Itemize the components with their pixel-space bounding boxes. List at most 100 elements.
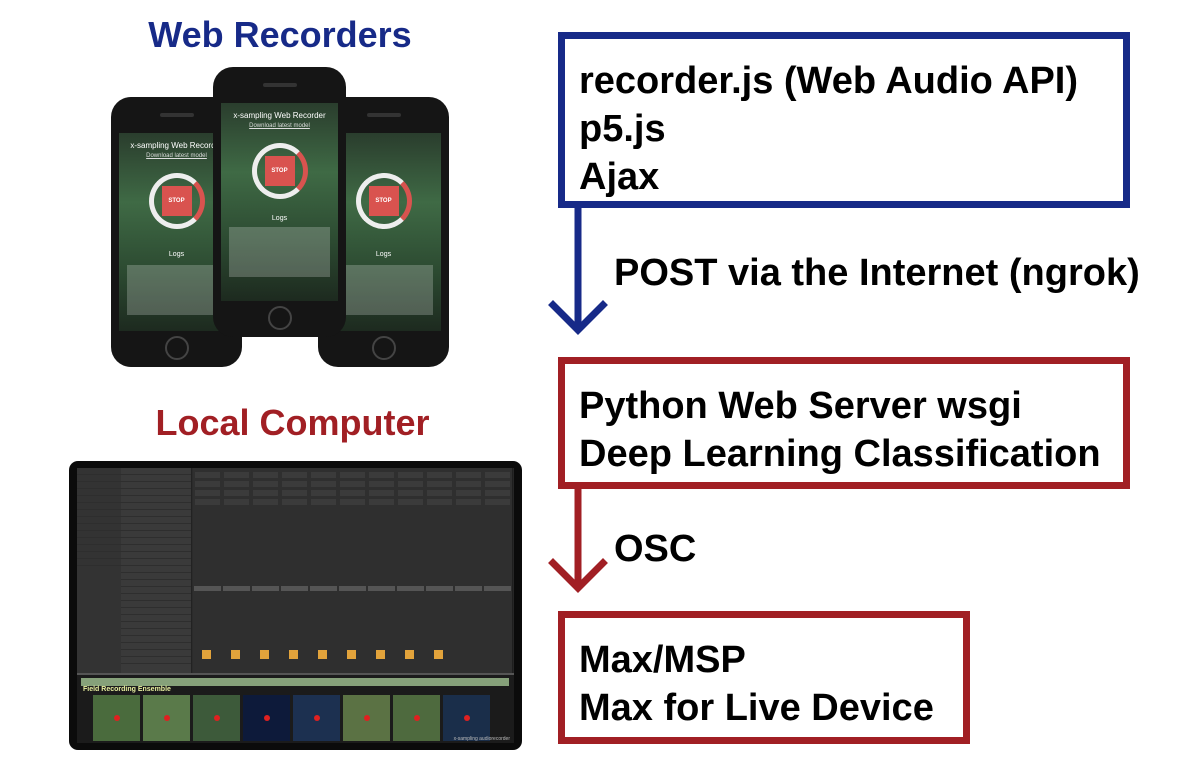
browser-row[interactable]: [77, 545, 121, 552]
track-activator[interactable]: [231, 650, 240, 659]
file-row[interactable]: [121, 503, 191, 510]
clip-slot[interactable]: [427, 472, 452, 478]
browser-row[interactable]: [77, 496, 121, 503]
browser-row[interactable]: [77, 503, 121, 510]
mixer-track[interactable]: [338, 468, 368, 673]
file-row[interactable]: [121, 636, 191, 643]
clip-slot[interactable]: [311, 472, 336, 478]
file-row[interactable]: [121, 629, 191, 636]
clip-slot[interactable]: [282, 481, 307, 487]
clip-slot[interactable]: [485, 499, 510, 505]
track-activator[interactable]: [260, 650, 269, 659]
clip-slot[interactable]: [369, 499, 394, 505]
track-activator[interactable]: [289, 650, 298, 659]
clip-slot[interactable]: [369, 481, 394, 487]
clip-slot[interactable]: [340, 499, 365, 505]
file-row[interactable]: [121, 559, 191, 566]
clip-slot[interactable]: [456, 472, 481, 478]
clip-slot[interactable]: [398, 499, 423, 505]
file-row[interactable]: [121, 608, 191, 615]
mixer-track[interactable]: [483, 468, 513, 673]
track-activator[interactable]: [434, 650, 443, 659]
track-activator[interactable]: [347, 650, 356, 659]
clip-slot[interactable]: [282, 472, 307, 478]
clip-slot[interactable]: [485, 490, 510, 496]
browser-row[interactable]: [77, 468, 121, 475]
file-row[interactable]: [121, 657, 191, 664]
clip-slot[interactable]: [456, 499, 481, 505]
file-row[interactable]: [121, 580, 191, 587]
file-row[interactable]: [121, 475, 191, 482]
clip-slot[interactable]: [311, 490, 336, 496]
track-activator[interactable]: [202, 650, 211, 659]
file-row[interactable]: [121, 524, 191, 531]
clip-slot[interactable]: [224, 472, 249, 478]
mixer-track[interactable]: [222, 468, 252, 673]
map-tile[interactable]: [93, 695, 140, 741]
stop-button[interactable]: STOP: [264, 156, 295, 186]
browser-row[interactable]: [77, 538, 121, 545]
clip-slot[interactable]: [195, 490, 220, 496]
clip-slot[interactable]: [195, 481, 220, 487]
clip-slot[interactable]: [456, 481, 481, 487]
browser-row[interactable]: [77, 510, 121, 517]
file-row[interactable]: [121, 650, 191, 657]
mixer-track[interactable]: [396, 468, 426, 673]
file-row[interactable]: [121, 489, 191, 496]
browser-row[interactable]: [77, 517, 121, 524]
browser-row[interactable]: [77, 475, 121, 482]
clip-slot[interactable]: [340, 490, 365, 496]
clip-slot[interactable]: [282, 499, 307, 505]
clip-slot[interactable]: [311, 499, 336, 505]
clip-slot[interactable]: [253, 481, 278, 487]
file-row[interactable]: [121, 531, 191, 538]
clip-slot[interactable]: [195, 472, 220, 478]
browser-row[interactable]: [77, 524, 121, 531]
file-row[interactable]: [121, 587, 191, 594]
clip-slot[interactable]: [224, 499, 249, 505]
file-row[interactable]: [121, 573, 191, 580]
mixer-track[interactable]: [454, 468, 484, 673]
clip-slot[interactable]: [427, 499, 452, 505]
clip-slot[interactable]: [369, 490, 394, 496]
file-row[interactable]: [121, 510, 191, 517]
browser-row[interactable]: [77, 559, 121, 566]
map-tile[interactable]: [243, 695, 290, 741]
clip-slot[interactable]: [195, 499, 220, 505]
map-tile[interactable]: [293, 695, 340, 741]
clip-slot[interactable]: [398, 472, 423, 478]
browser-row[interactable]: [77, 552, 121, 559]
file-row[interactable]: [121, 482, 191, 489]
clip-slot[interactable]: [369, 472, 394, 478]
clip-slot[interactable]: [485, 472, 510, 478]
clip-slot[interactable]: [224, 490, 249, 496]
file-row[interactable]: [121, 643, 191, 650]
mixer-track[interactable]: [425, 468, 455, 673]
clip-slot[interactable]: [427, 490, 452, 496]
file-row[interactable]: [121, 622, 191, 629]
browser-row[interactable]: [77, 489, 121, 496]
browser-row[interactable]: [77, 482, 121, 489]
file-row[interactable]: [121, 594, 191, 601]
clip-slot[interactable]: [340, 481, 365, 487]
mixer-track[interactable]: [193, 468, 223, 673]
map-tile[interactable]: [343, 695, 390, 741]
clip-slot[interactable]: [311, 481, 336, 487]
file-row[interactable]: [121, 601, 191, 608]
track-activator[interactable]: [318, 650, 327, 659]
file-row[interactable]: [121, 566, 191, 573]
file-row[interactable]: [121, 552, 191, 559]
map-tile[interactable]: [193, 695, 240, 741]
file-row[interactable]: [121, 615, 191, 622]
clip-slot[interactable]: [253, 472, 278, 478]
clip-slot[interactable]: [282, 490, 307, 496]
clip-slot[interactable]: [224, 481, 249, 487]
clip-slot[interactable]: [427, 481, 452, 487]
file-row[interactable]: [121, 468, 191, 475]
stop-button[interactable]: STOP: [368, 186, 399, 216]
map-tile[interactable]: [443, 695, 490, 741]
clip-slot[interactable]: [398, 490, 423, 496]
clip-slot[interactable]: [456, 490, 481, 496]
stop-button[interactable]: STOP: [161, 186, 192, 216]
file-row[interactable]: [121, 496, 191, 503]
